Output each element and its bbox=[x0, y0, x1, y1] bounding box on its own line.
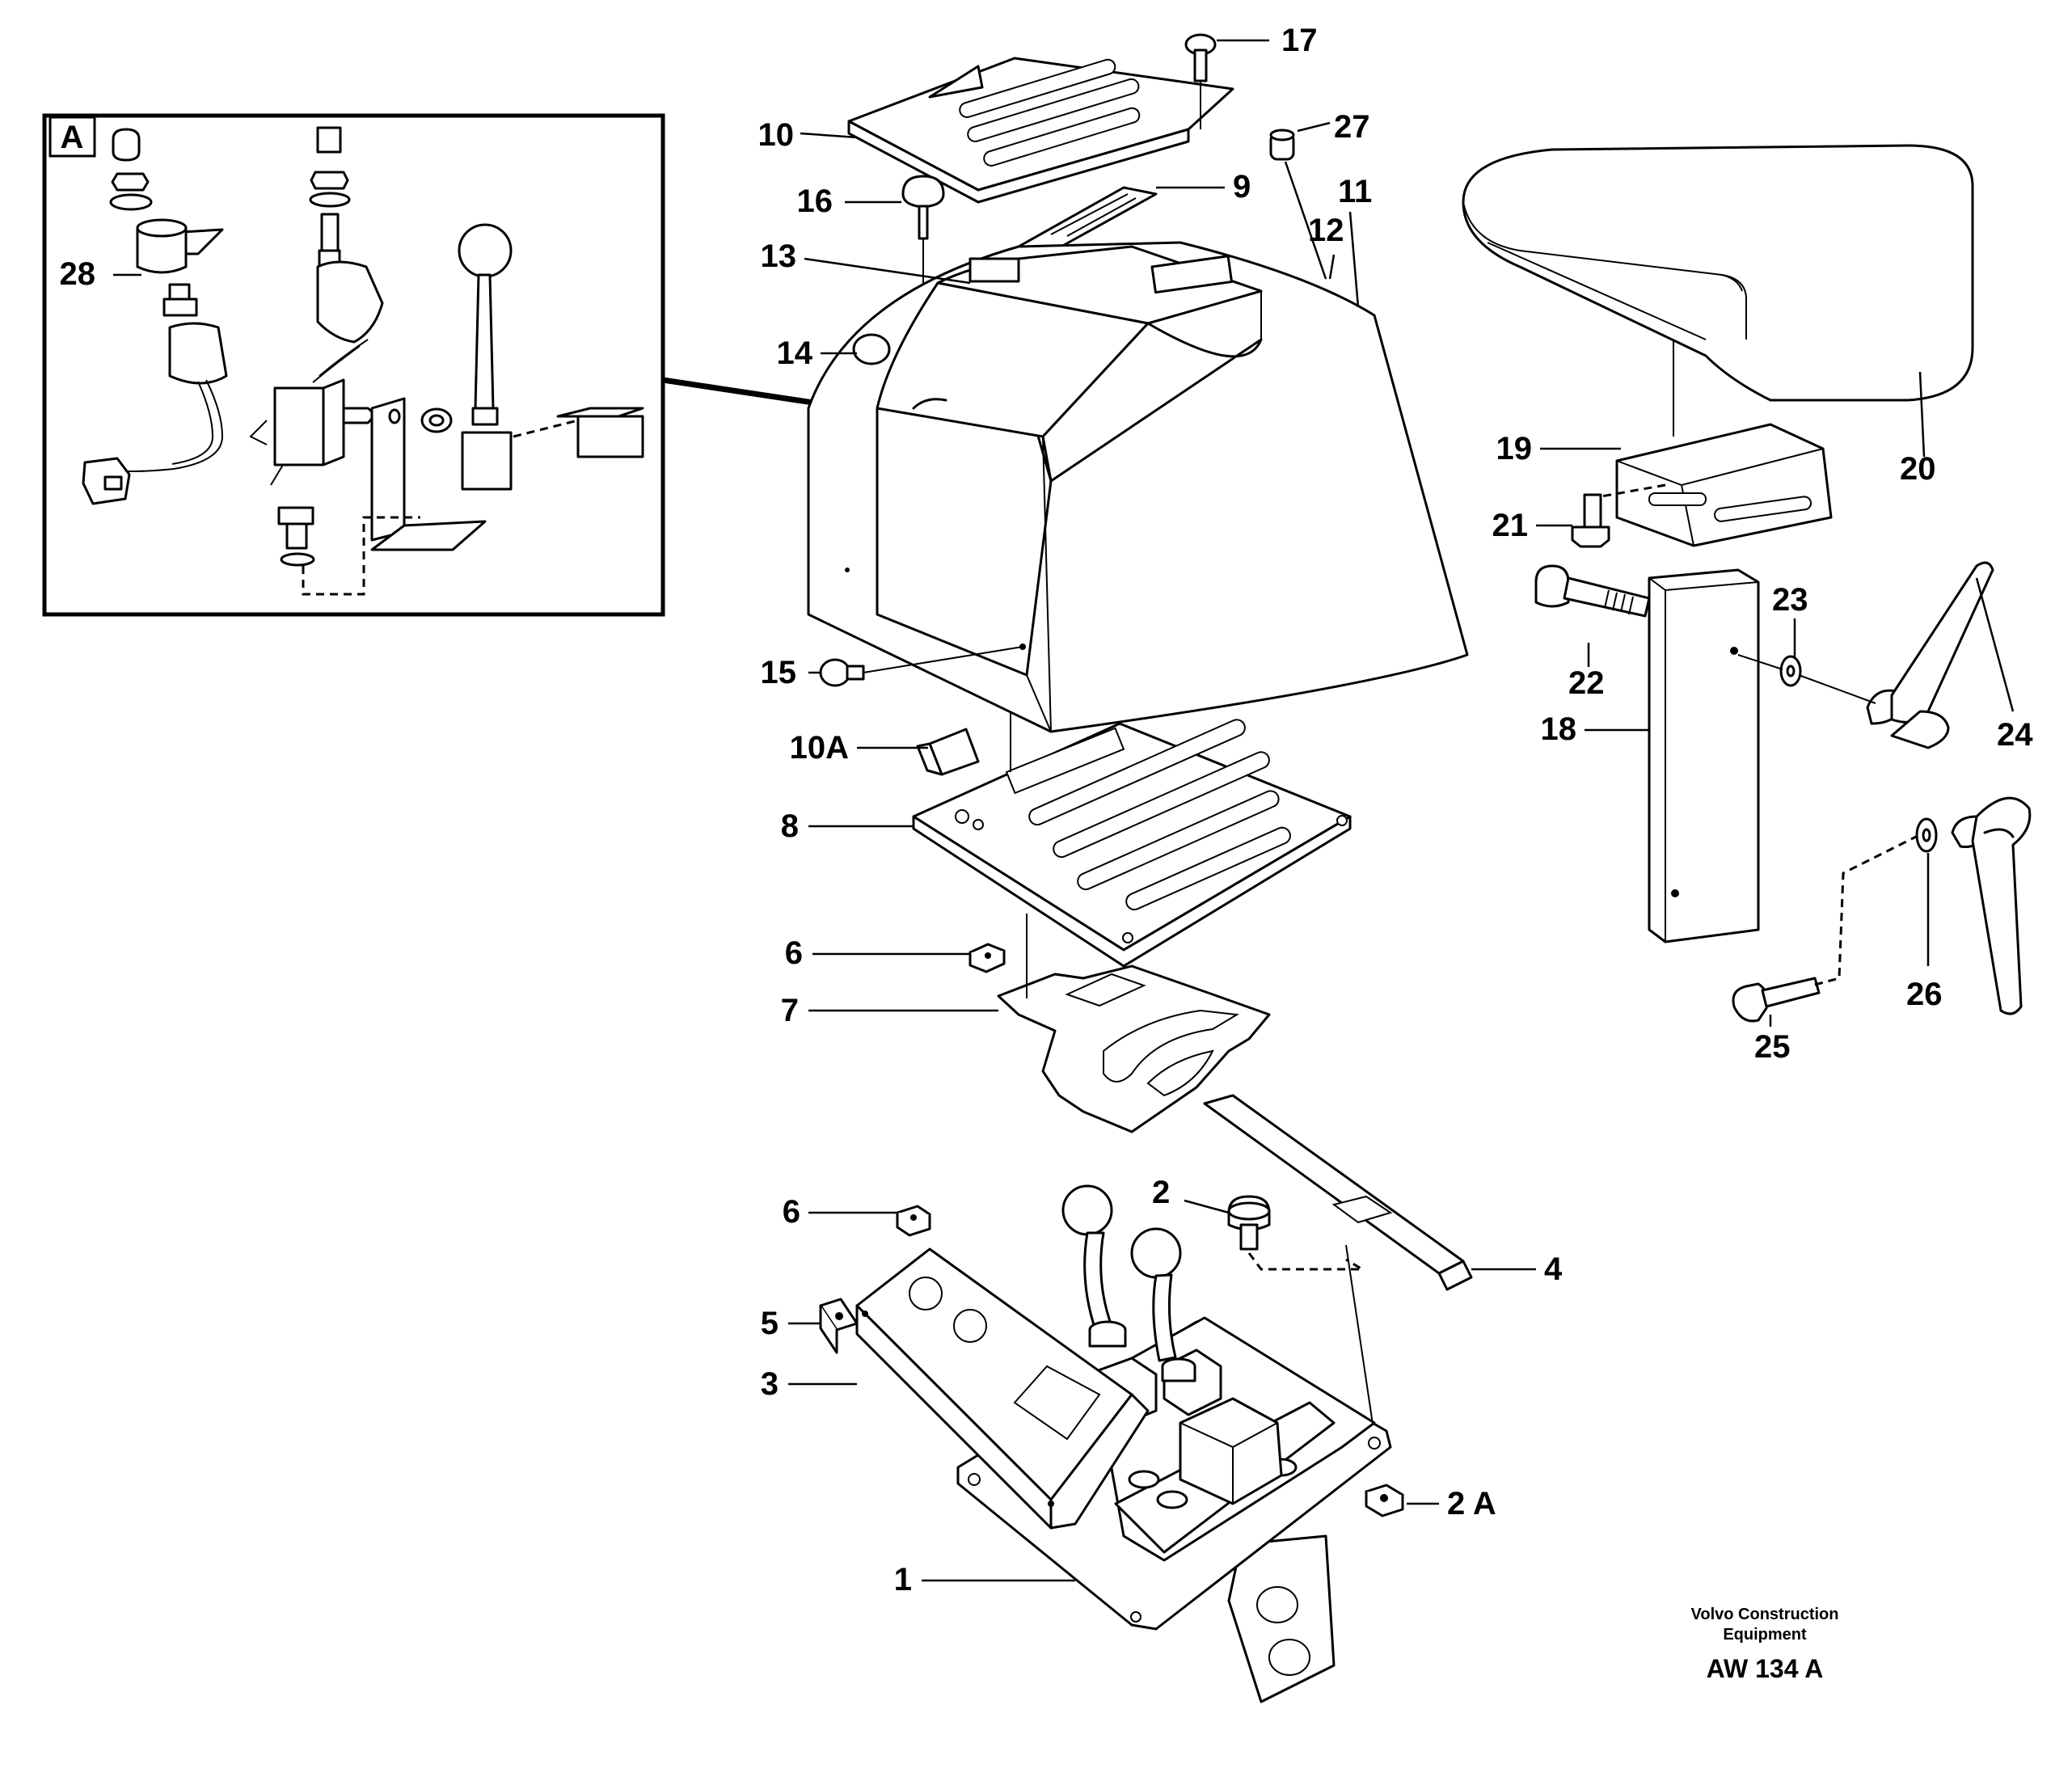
handle-24-lower bbox=[1951, 796, 2032, 1015]
callout-8: 8 bbox=[781, 808, 799, 844]
callout-27: 27 bbox=[1334, 109, 1370, 145]
bolt-21 bbox=[1571, 493, 1610, 548]
washer-23 bbox=[1737, 654, 1802, 687]
callout-13: 13 bbox=[761, 238, 797, 274]
callout-10a: 10A bbox=[790, 730, 849, 766]
callout-4: 4 bbox=[1544, 1251, 1563, 1287]
callout-6-lower: 6 bbox=[783, 1194, 800, 1230]
inset-label: A bbox=[61, 120, 84, 155]
callout-18: 18 bbox=[1541, 711, 1577, 747]
callout-2a: 2 A bbox=[1447, 1486, 1496, 1521]
inset-middle-switch bbox=[309, 126, 384, 383]
main-cover bbox=[807, 241, 1469, 733]
callout-12: 12 bbox=[1308, 213, 1344, 248]
callout-25: 25 bbox=[1754, 1029, 1791, 1065]
callout-10: 10 bbox=[758, 117, 795, 153]
cap-27 bbox=[1269, 129, 1295, 161]
callout-26: 26 bbox=[1906, 977, 1943, 1012]
handle-24-upper bbox=[1798, 561, 1994, 749]
callout-16: 16 bbox=[797, 184, 833, 219]
bolt-25 bbox=[1732, 835, 1917, 1023]
callout-3: 3 bbox=[761, 1366, 779, 1402]
callout-19: 19 bbox=[1496, 431, 1533, 466]
callout-7: 7 bbox=[781, 993, 799, 1028]
callout-5: 5 bbox=[761, 1306, 779, 1341]
callout-28: 28 bbox=[60, 256, 96, 292]
callout-21: 21 bbox=[1492, 508, 1529, 543]
lower-panel bbox=[912, 711, 1352, 968]
callout-6-upper: 6 bbox=[785, 935, 803, 971]
callout-2: 2 bbox=[1152, 1175, 1170, 1210]
company-line-2: Equipment bbox=[1723, 1626, 1807, 1644]
callout-11: 11 bbox=[1338, 174, 1372, 209]
screw-15 bbox=[819, 646, 1023, 687]
footer: Volvo Construction Equipment AW 134 A bbox=[1691, 1606, 1839, 1683]
callout-14: 14 bbox=[777, 336, 813, 371]
top-panel bbox=[847, 57, 1234, 204]
clip-6-lower bbox=[896, 1205, 931, 1237]
cap-10a bbox=[916, 728, 980, 776]
callout-15: 15 bbox=[761, 655, 797, 690]
washer-26 bbox=[1915, 817, 1938, 853]
callout-9: 9 bbox=[1233, 169, 1251, 205]
callout-numbers: 17 27 10 16 9 11 13 12 14 20 19 21 23 22… bbox=[758, 23, 2034, 1597]
callout-20: 20 bbox=[1900, 451, 1936, 487]
bolt-22 bbox=[1534, 564, 1651, 618]
inset-lever bbox=[420, 223, 644, 491]
inset-detail-a: A bbox=[42, 113, 665, 617]
drawing-code: AW 134 A bbox=[1707, 1654, 1824, 1683]
knob-16 bbox=[901, 175, 945, 331]
support-post bbox=[1648, 568, 1760, 943]
bolt-2 bbox=[1227, 1195, 1375, 1436]
control-valve-assembly bbox=[956, 1184, 1392, 1703]
trim-strip bbox=[1017, 186, 1158, 254]
callout-22: 22 bbox=[1568, 665, 1605, 701]
callout-1: 1 bbox=[894, 1562, 912, 1597]
cover-plate bbox=[855, 1247, 1150, 1530]
inset-bracket bbox=[277, 397, 487, 596]
inset-left-switch bbox=[82, 128, 228, 505]
clip-2a bbox=[1365, 1483, 1404, 1517]
armrest-bracket bbox=[1595, 423, 1833, 547]
company-line-1: Volvo Construction bbox=[1691, 1606, 1839, 1623]
callout-24: 24 bbox=[1997, 717, 2033, 753]
screw-17 bbox=[1184, 33, 1217, 129]
callout-17: 17 bbox=[1281, 23, 1318, 58]
clip-5 bbox=[819, 1298, 859, 1354]
clip-6-upper bbox=[968, 943, 1006, 973]
leader-lines bbox=[788, 39, 2015, 1582]
armrest-pad bbox=[1462, 144, 1974, 437]
guide-plate bbox=[997, 914, 1473, 1291]
callout-23: 23 bbox=[1772, 582, 1808, 618]
